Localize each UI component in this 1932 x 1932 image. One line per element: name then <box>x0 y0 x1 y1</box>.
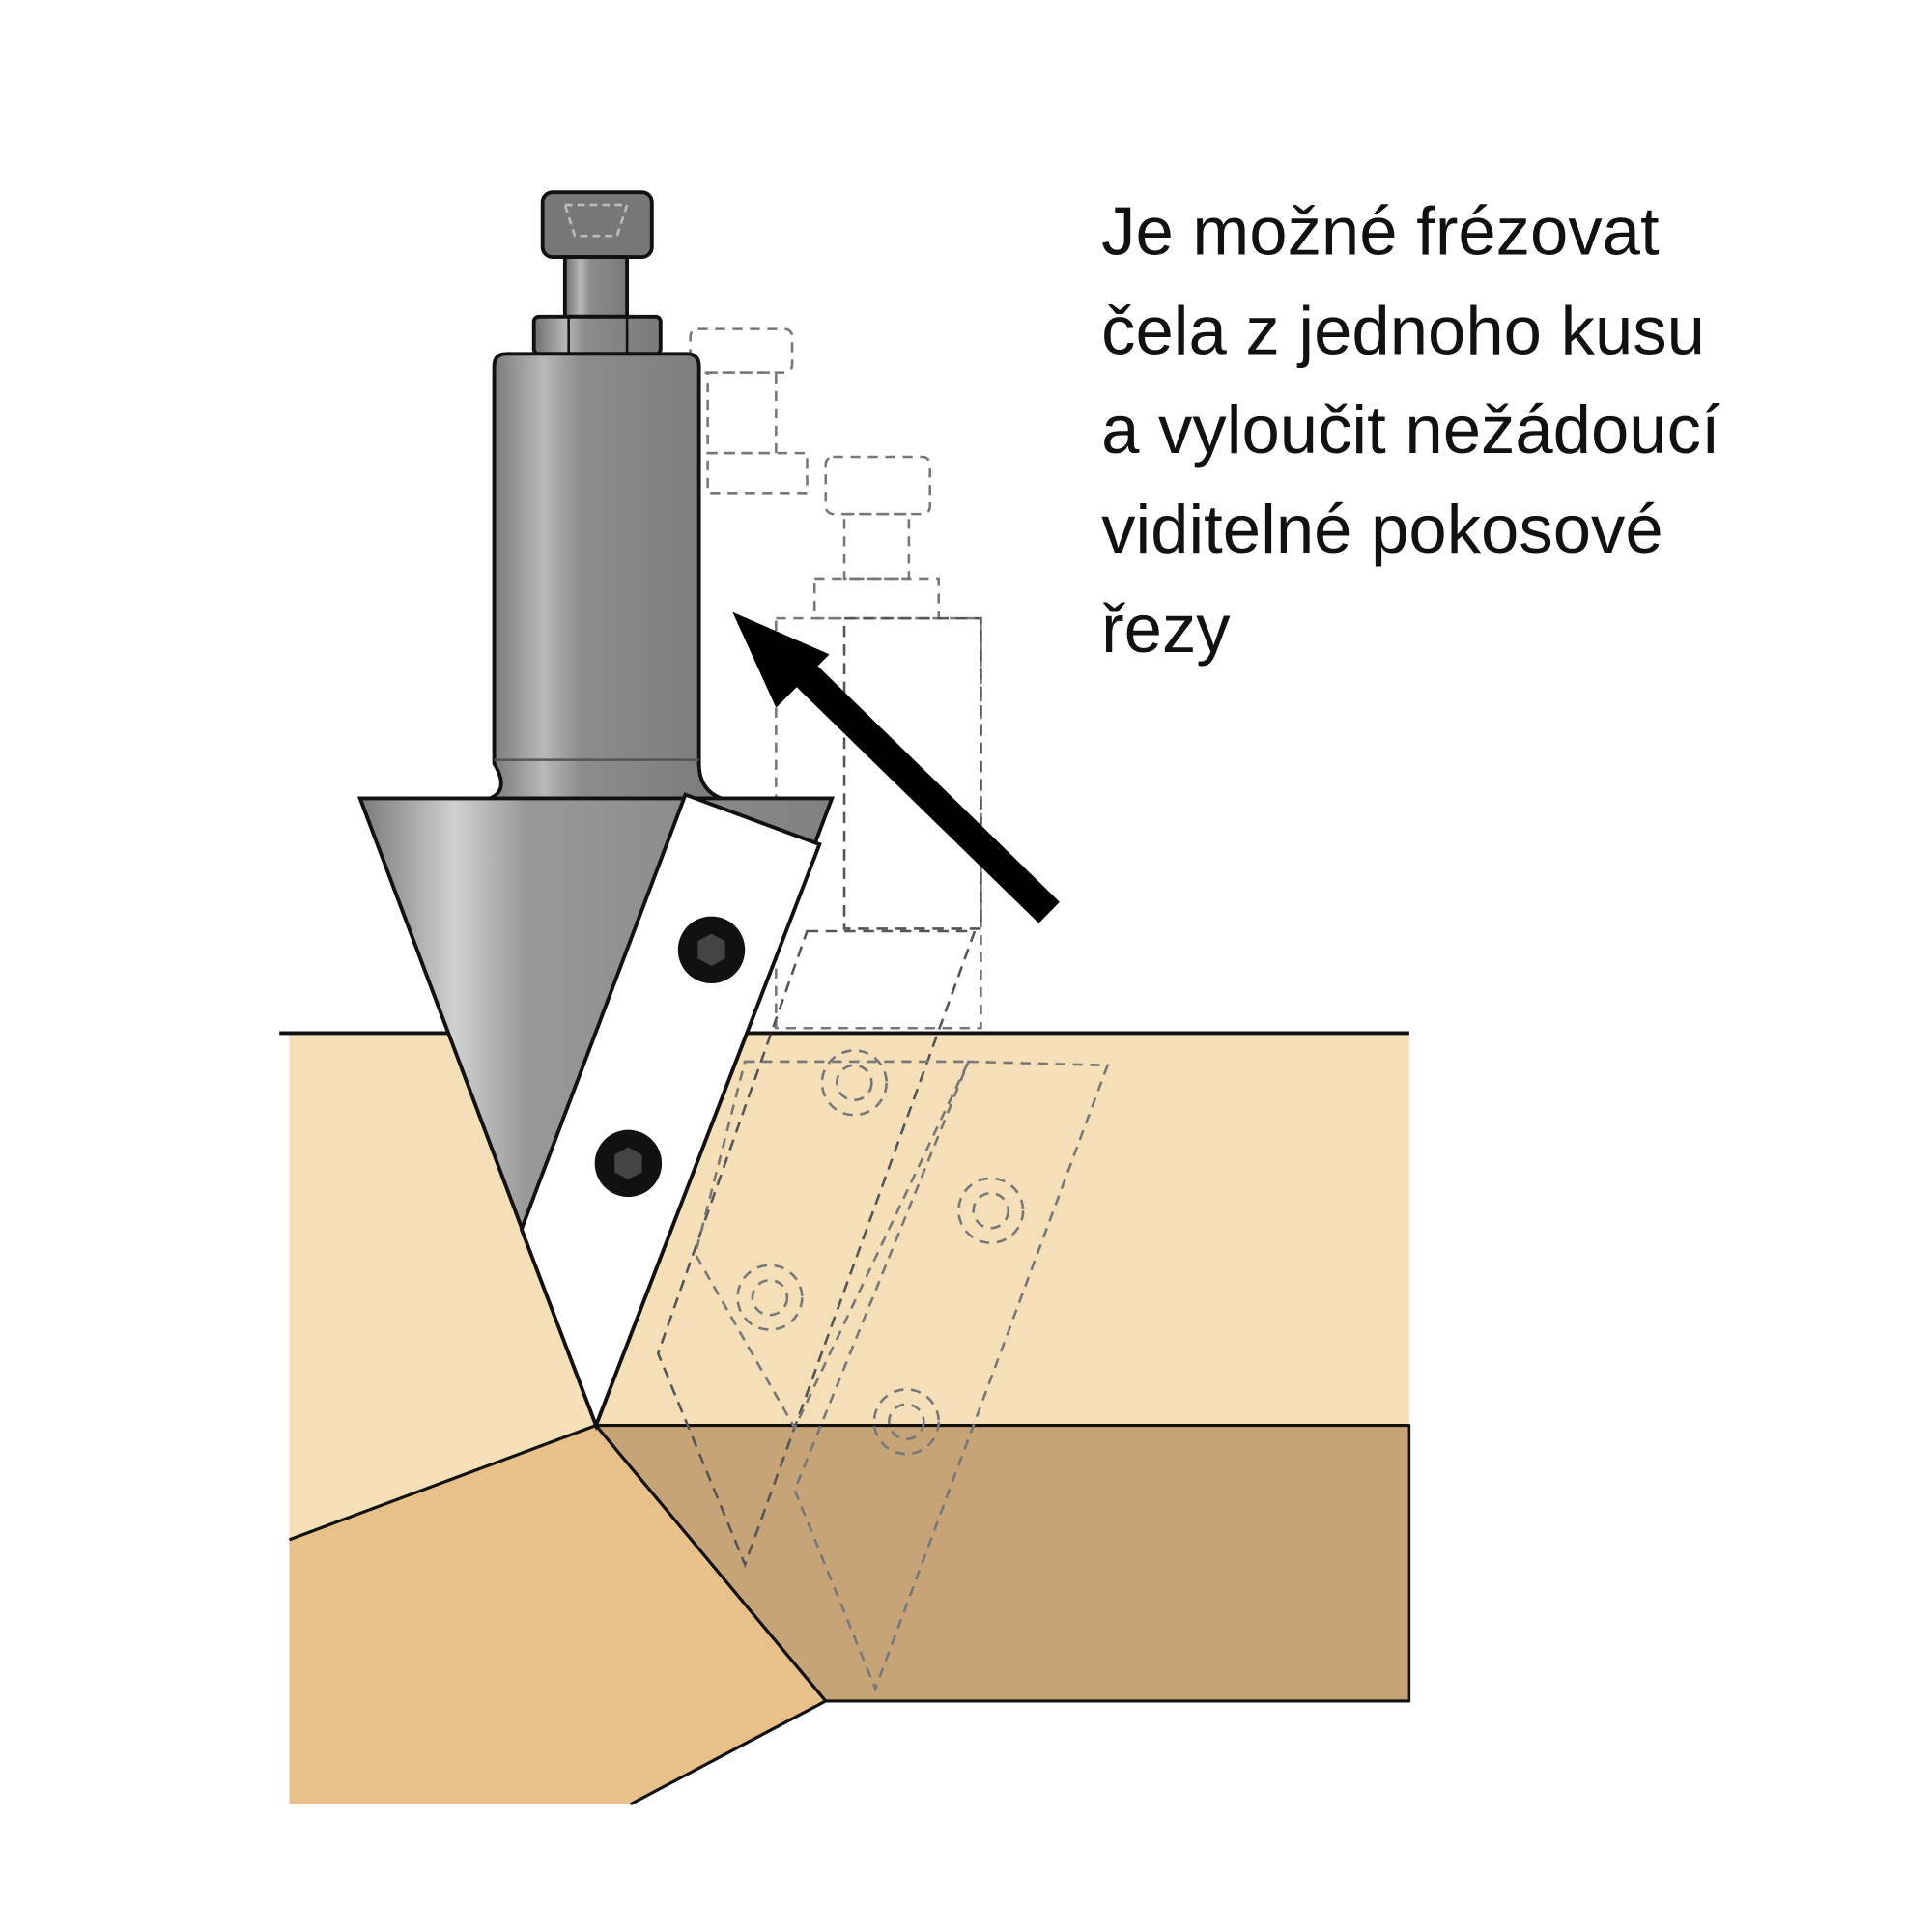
caption-line: viditelné pokosové <box>1101 491 1663 567</box>
caption: Je možné frézovat čela z jednoho kusu a … <box>1101 192 1720 666</box>
ghost-tool-positions <box>656 327 1110 1692</box>
shank <box>481 352 731 803</box>
router-bit <box>356 190 835 1432</box>
caption-line: řezy <box>1101 590 1231 667</box>
lower-board-left <box>289 1425 826 1804</box>
nut <box>531 314 663 356</box>
workpiece <box>279 1031 1411 1806</box>
cutting-insert <box>519 792 822 1431</box>
caption-line: a vyloučit nežádoucí <box>1101 391 1720 468</box>
bolt-neck <box>562 255 630 319</box>
caption-line: Je možné frézovat <box>1101 192 1660 269</box>
insert-screw-icon <box>677 916 746 983</box>
bolt-head <box>540 190 654 259</box>
caption-line: čela z jednoho kusu <box>1101 292 1705 368</box>
direction-arrow-icon <box>732 611 1060 923</box>
insert-screw-icon <box>594 1129 663 1198</box>
board-edges <box>288 1423 829 1806</box>
